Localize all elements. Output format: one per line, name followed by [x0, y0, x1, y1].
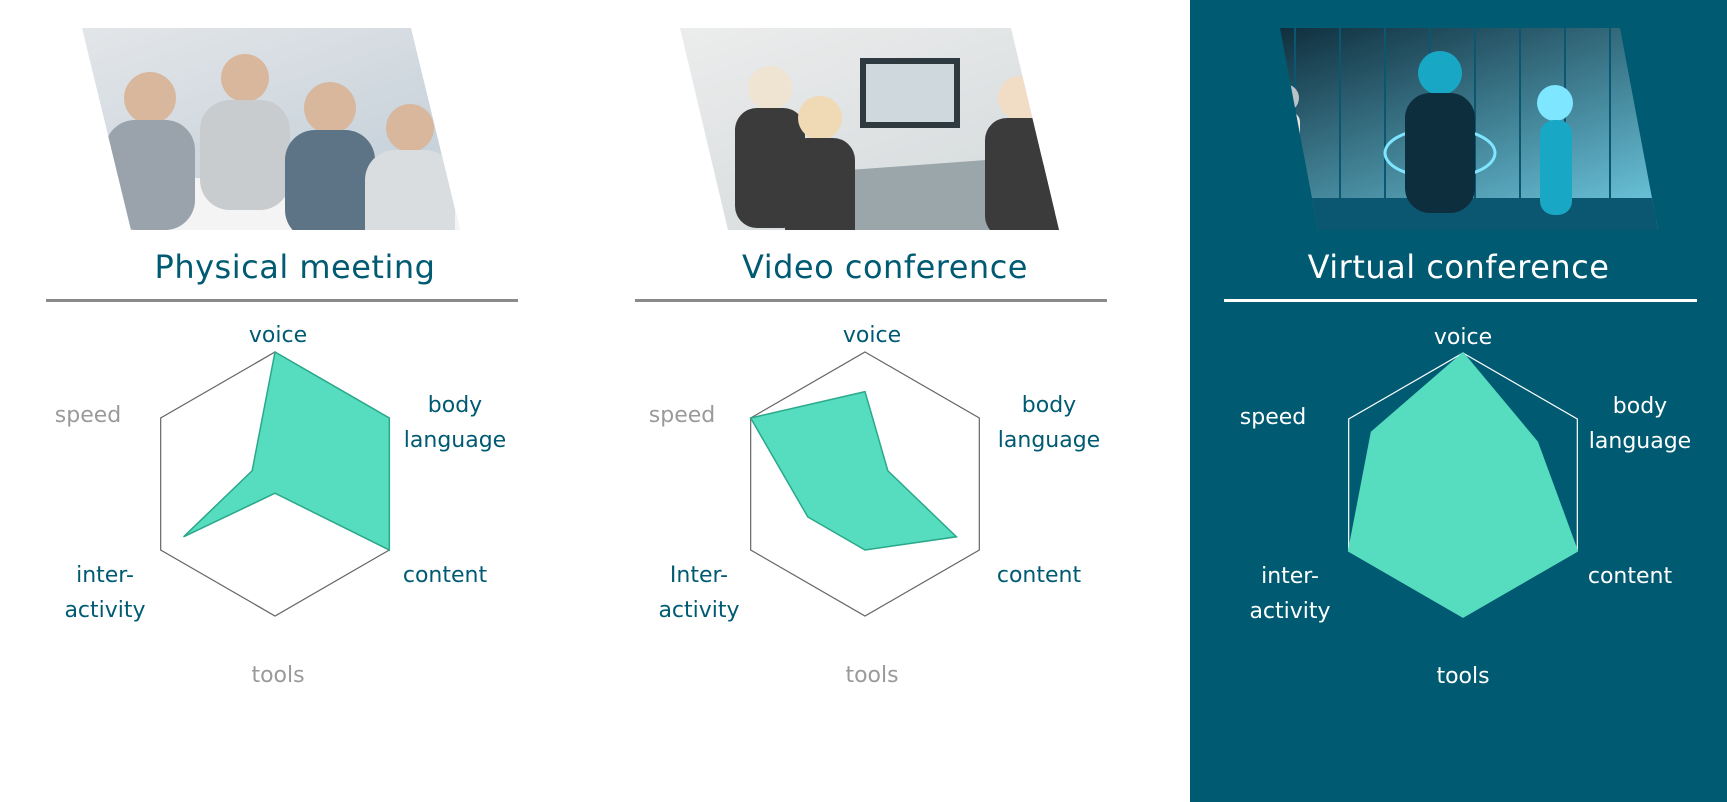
axis-label: tools [251, 663, 304, 688]
axis-label: voice [843, 323, 901, 348]
divider [46, 299, 518, 302]
axis-label: content [997, 563, 1082, 588]
axis-label: speed [1240, 405, 1306, 430]
radar-series-area [1347, 351, 1579, 618]
panel-title: Virtual conference [1307, 248, 1610, 286]
divider [1224, 299, 1697, 302]
axis-label: tools [845, 663, 898, 688]
video-conference-photo-icon [680, 28, 1059, 230]
panel-title: Video conference [742, 248, 1028, 286]
panel-title: Physical meeting [154, 248, 436, 286]
axis-label: Inter-activity [658, 563, 739, 623]
axis-label: tools [1436, 664, 1489, 689]
axis-label: voice [249, 323, 307, 348]
meeting-photo-icon [82, 28, 460, 230]
radar-series-area [749, 390, 959, 551]
axis-label: inter-activity [64, 563, 145, 623]
axis-label: speed [55, 403, 121, 428]
axis-label: voice [1434, 325, 1492, 350]
radar-series-area [183, 350, 391, 552]
axis-label: speed [649, 403, 715, 428]
virtual-reality-photo-icon [1280, 28, 1658, 230]
axis-label: content [403, 563, 488, 588]
divider [635, 299, 1107, 302]
axis-label: content [1588, 564, 1673, 589]
axis-label: inter-activity [1249, 564, 1330, 624]
